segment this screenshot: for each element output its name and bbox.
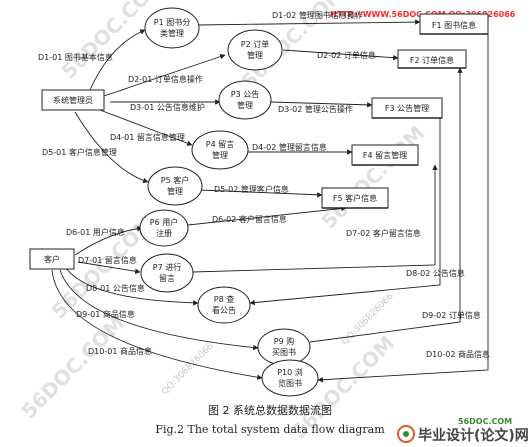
process-label: P5 客户	[161, 175, 189, 185]
flow-line	[192, 164, 438, 273]
flow-label-d7-02: D7-02 客户留言信息	[346, 228, 421, 238]
process-label: 管理	[167, 186, 183, 196]
flow-line	[74, 225, 143, 256]
process-p9[interactable]: P9 购 买图书	[257, 328, 311, 366]
process-label: P8 查	[214, 294, 234, 304]
process-label: 留言	[159, 273, 175, 283]
flow-label-d10-02: D10-02 商品信息	[426, 349, 490, 359]
flow-line	[99, 109, 193, 146]
caption-english: Fig.2 The total system data flow diagram	[155, 423, 385, 436]
process-p10[interactable]: P10 浏 览图书	[261, 359, 319, 397]
entity-label: 客户	[44, 254, 60, 264]
flow-label-d1-01: D1-01 图书基本信息	[38, 52, 113, 62]
flow-label-d2-01: D2-01 订单信息操作	[128, 74, 203, 84]
flow-line	[197, 19, 421, 26]
flow-label-d5-02: D5-02 管理客户信息	[214, 184, 289, 194]
flow-line	[309, 67, 463, 343]
process-p5[interactable]: P5 客户 管理	[147, 166, 203, 206]
store-f5[interactable]: F5 客户信息	[321, 187, 389, 209]
brand-logo-icon	[397, 425, 415, 443]
watermark-text: 56DOC.COM	[317, 121, 430, 234]
process-label: 管理	[237, 100, 253, 110]
flow-line	[77, 261, 141, 274]
flow-line	[269, 101, 373, 108]
flow-line	[89, 29, 146, 91]
process-p4[interactable]: P4 留言 管理	[191, 130, 249, 170]
flow-label-d6-02: D6-02 客户留言信息	[212, 214, 287, 224]
process-p1[interactable]: P1 图书分 类管理	[144, 7, 200, 49]
entity-customer[interactable]: 客户	[29, 248, 75, 270]
process-label: P1 图书分	[154, 17, 190, 27]
watermark-qq: QQ:306826066	[160, 341, 216, 397]
flow-label-d5-01: D5-01 客户信息管理	[42, 147, 117, 157]
process-label: P9 购	[274, 336, 294, 346]
store-f4[interactable]: F4 留言管理	[351, 144, 419, 166]
flow-label-d9-02: D9-02 订单信息	[422, 310, 481, 320]
flow-label-d3-01: D3-01 公告信息维护	[130, 102, 205, 112]
flow-label-d4-01: D4-01 留言信息管理	[110, 132, 185, 142]
process-label: 注册	[156, 228, 172, 238]
store-label: F1 图书信息	[432, 20, 476, 30]
flow-label-d8-02: D8-02 公告信息	[406, 268, 465, 278]
process-p7[interactable]: P7 进行 留言	[140, 253, 194, 293]
flow-line	[51, 269, 263, 380]
flow-label-d3-02: D3-02 管理公告操作	[278, 104, 353, 114]
store-label: F5 客户信息	[333, 193, 377, 203]
flow-line	[65, 267, 199, 306]
process-label: 买图书	[272, 347, 296, 357]
flow-line	[249, 118, 441, 306]
brand-logo: 56DOC.COM 毕业设计(论文)网	[397, 417, 529, 444]
process-label: P3 公告	[231, 89, 259, 99]
store-label: F2 订单信息	[410, 55, 454, 65]
process-label: P6 用户	[150, 217, 178, 227]
watermark-text: 56DOC.COM	[17, 311, 130, 424]
process-label: P2 订单	[241, 39, 269, 49]
process-p3[interactable]: P3 公告 管理	[218, 80, 272, 120]
flow-label-d9-01: D9-01 商品信息	[76, 309, 135, 319]
entity-label: 系统管理员	[53, 95, 93, 105]
flow-label-d8-01: D8-01 公告信息	[86, 283, 145, 293]
store-f1[interactable]: F1 图书信息	[419, 13, 489, 35]
flow-line	[317, 34, 489, 383]
brand-name: 毕业设计(论文)网	[418, 427, 529, 444]
flow-labels: D1-01 图书基本信息 D1-02 管理图书信息操作 D2-01 订单信息操作…	[38, 10, 490, 359]
process-label: P7 进行	[153, 262, 181, 272]
flow-label-d7-01: D7-01 留言信息	[78, 255, 137, 265]
process-label: 览图书	[278, 378, 302, 388]
flow-line	[282, 49, 399, 61]
store-label: F3 公告管理	[385, 103, 429, 113]
flow-label-d1-02: D1-02 管理图书信息操作	[272, 10, 363, 20]
store-f3[interactable]: F3 公告管理	[371, 97, 443, 119]
process-label: 管理	[212, 150, 228, 160]
caption-chinese: 图 2 系统总数据数据流图	[208, 403, 332, 417]
brand-site: 56DOC.COM	[458, 417, 512, 426]
flow-label-d4-02: D4-02 管理留言信息	[252, 142, 327, 152]
process-p8[interactable]: P8 查 看公告	[197, 286, 251, 324]
flow-line	[97, 54, 226, 99]
flow-line	[187, 205, 347, 226]
flow-line	[74, 111, 149, 184]
flow-label-d2-02: D2-02 订单信息	[317, 50, 376, 60]
flow-label-d6-01: D6-01 用户信息	[66, 227, 125, 237]
flow-label-d10-01: D10-01 商品信息	[88, 346, 152, 356]
process-label: P10 浏	[277, 367, 303, 377]
process-p2[interactable]: P2 订单 管理	[227, 29, 283, 71]
store-f2[interactable]: F2 订单信息	[397, 49, 467, 69]
entity-admin[interactable]: 系统管理员	[41, 89, 105, 111]
brand-logo-dot	[403, 431, 409, 437]
process-label: 管理	[247, 50, 263, 60]
process-label: 类管理	[160, 28, 184, 38]
process-label: 看公告	[212, 305, 236, 315]
flow-lines	[51, 19, 489, 383]
process-p6[interactable]: P6 用户 注册	[139, 209, 189, 247]
store-label: F4 留言管理	[363, 150, 407, 160]
process-label: P4 留言	[206, 139, 234, 149]
flow-line	[199, 189, 323, 198]
flow-line	[59, 269, 259, 351]
